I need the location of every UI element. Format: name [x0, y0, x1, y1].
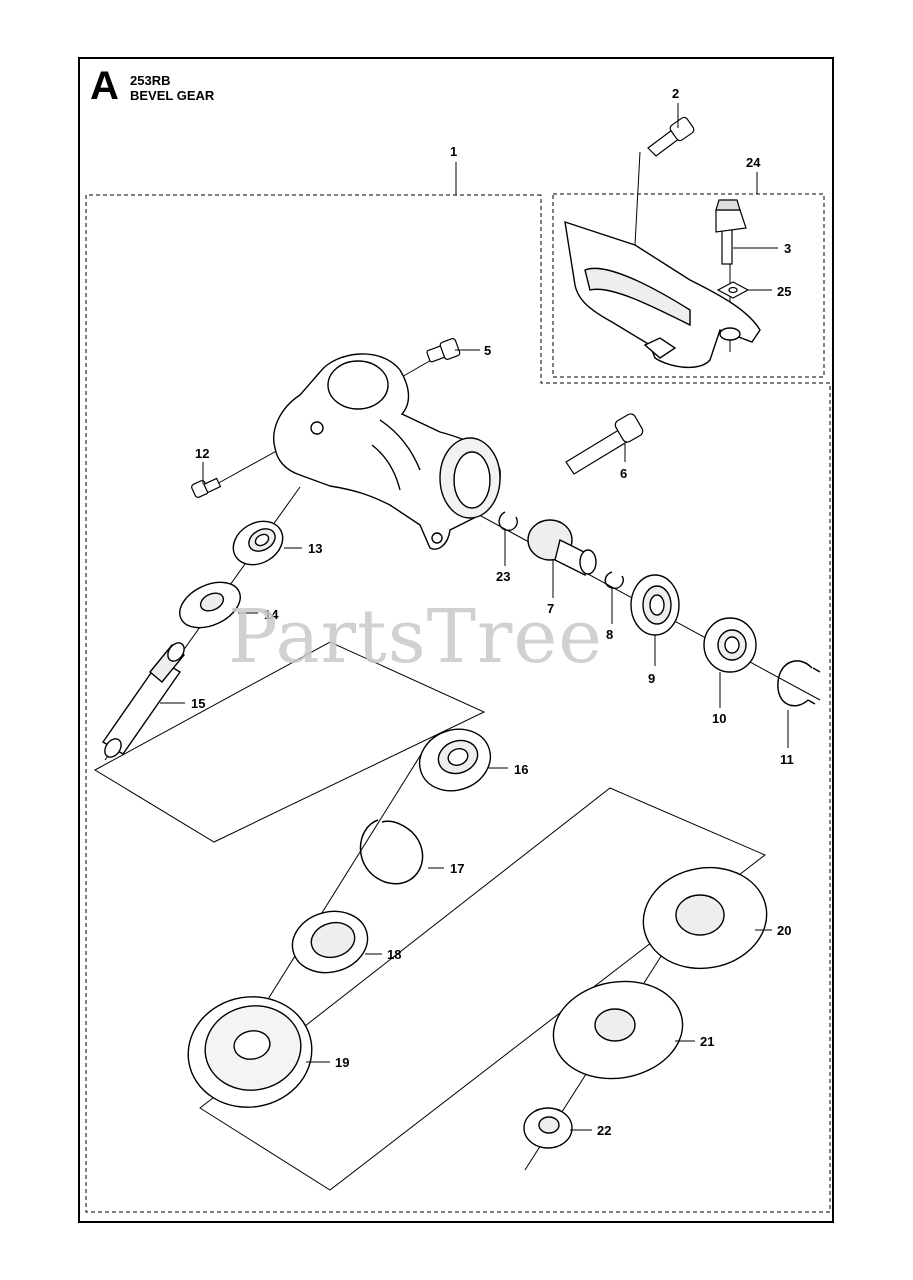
callout-14: 14	[264, 607, 279, 622]
callout-12: 12	[195, 446, 209, 461]
bearing-icon	[418, 728, 492, 792]
washer-icon	[179, 581, 241, 629]
callout-3: 3	[784, 241, 791, 256]
callout-23: 23	[496, 569, 510, 584]
circlip-icon	[777, 660, 821, 707]
watermark: PartsTree	[228, 594, 603, 680]
screw-icon	[191, 477, 222, 498]
guard-bracket-icon	[564, 220, 761, 368]
callout-13: 13	[308, 541, 322, 556]
callout-22: 22	[597, 1123, 611, 1138]
drive-shaft-icon	[101, 642, 185, 758]
callouts: 1 2 3 5 6 7 8 9 10 11 12 13 14 15 16 17 …	[191, 86, 794, 1138]
circlip-icon	[359, 819, 424, 885]
callout-17: 17	[450, 861, 464, 876]
circlip-icon	[498, 511, 518, 531]
shaft-bolt-icon	[565, 413, 644, 475]
screw-icon	[647, 116, 695, 157]
diagram-frame	[78, 57, 834, 1223]
model-number: 253RB	[130, 73, 171, 88]
bearing-icon	[703, 617, 757, 673]
callout-18: 18	[387, 947, 401, 962]
bevel-gear-housing-icon	[273, 353, 501, 550]
callout-6: 6	[620, 466, 627, 481]
callout-19: 19	[335, 1055, 349, 1070]
lock-plate-icon	[642, 866, 768, 970]
group-24-boundary	[552, 193, 825, 378]
callout-9: 9	[648, 671, 655, 686]
callout-10: 10	[712, 711, 726, 726]
group-1-boundary	[85, 194, 831, 1213]
bracket-shaft-group	[93, 641, 486, 843]
bracket-blade-group	[199, 787, 766, 1191]
support-cup-icon	[552, 980, 684, 1080]
thrust-washer-icon	[187, 996, 313, 1108]
diagram-title: BEVEL GEAR	[130, 88, 215, 103]
callout-8: 8	[606, 627, 613, 642]
callout-11: 11	[780, 752, 794, 767]
bearing-icon	[630, 574, 680, 636]
gear-icon	[527, 519, 597, 577]
callout-15: 15	[191, 696, 205, 711]
callout-25: 25	[777, 284, 791, 299]
section-letter: A	[90, 64, 119, 108]
callout-2: 2	[672, 86, 679, 101]
bearing-icon	[232, 520, 284, 566]
callout-5: 5	[484, 343, 491, 358]
square-washer-icon	[716, 281, 750, 299]
pin-screw-icon	[715, 199, 747, 265]
callout-21: 21	[700, 1034, 714, 1049]
callout-24: 24	[746, 155, 761, 170]
callout-16: 16	[514, 762, 528, 777]
seal-icon	[291, 910, 369, 974]
callout-7: 7	[547, 601, 554, 616]
callout-20: 20	[777, 923, 791, 938]
circlip-icon	[604, 571, 624, 590]
nut-icon	[523, 1107, 573, 1149]
screw-icon	[426, 338, 461, 363]
callout-1: 1	[450, 144, 457, 159]
